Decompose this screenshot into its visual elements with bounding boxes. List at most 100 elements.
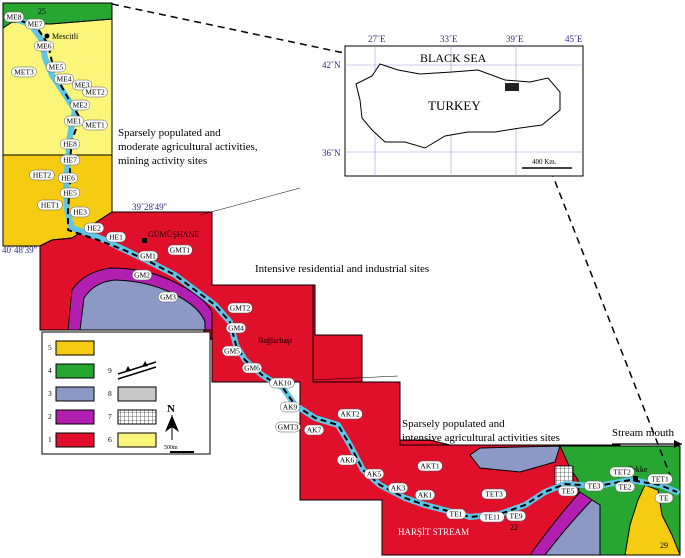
station-label: HE3 (69, 206, 91, 218)
legend-number: 8 (108, 389, 112, 398)
station-label: GMT1 (167, 244, 193, 256)
station-label: AK3 (387, 482, 409, 494)
station-label: HET1 (37, 199, 63, 211)
station-label-text: ME4 (57, 75, 72, 84)
legend: 5 4 3 2 1 9 8 7 6 N 500m (41, 331, 211, 455)
inset-leader-line-bottom (519, 91, 673, 481)
place-tekke: Tekke (628, 465, 648, 474)
station-label: TE1 (445, 508, 467, 520)
station-label-text: ME1 (67, 117, 82, 126)
station-label-text: TE9 (510, 512, 523, 521)
dip-value: 29 (660, 541, 668, 550)
station-label: HET2 (29, 169, 55, 181)
station-badge (337, 408, 363, 420)
legend-swatch-2 (55, 409, 95, 425)
station-badge (29, 169, 55, 181)
dip-value: 25 (38, 7, 46, 16)
station-badge (3, 11, 25, 23)
station-label: AK7 (303, 424, 325, 436)
zone-leader-line (199, 187, 301, 216)
legend-number: 1 (48, 435, 52, 444)
station-label-text: HE2 (87, 224, 101, 233)
station-label-text: MET2 (85, 88, 105, 97)
station-label-text: TE5 (562, 487, 575, 496)
station-label: GM5 (221, 345, 243, 357)
station-label-text: AK6 (340, 456, 355, 465)
station-badge (33, 40, 55, 52)
legend-number: 6 (108, 435, 112, 444)
north-arrow-icon (165, 415, 179, 440)
station-label: HE1 (105, 231, 127, 243)
station-badge (583, 480, 605, 492)
station-label-text: ME5 (49, 63, 64, 72)
station-label: HE6 (57, 172, 79, 184)
legend-number: 5 (48, 343, 52, 352)
station-label: TET1 (647, 473, 673, 485)
station-label-text: TET3 (485, 490, 503, 499)
station-label-text: HE1 (109, 233, 123, 242)
station-label: TE11 (479, 511, 505, 523)
zone-lower-annotation: Sparsely populated and intensive agricul… (402, 418, 560, 444)
station-label-text: AK3 (391, 484, 406, 493)
station-badge (336, 454, 358, 466)
station-label: GM1 (137, 250, 159, 262)
station-label-text: HET2 (33, 171, 52, 180)
station-label-text: GMT1 (170, 246, 191, 255)
station-badge (11, 66, 37, 78)
gumushane-marker (142, 238, 147, 243)
station-label-text: HE7 (63, 156, 77, 165)
station-label-text: AK1 (418, 491, 433, 500)
station-label-text: GM1 (140, 252, 156, 261)
station-label: AK6 (336, 454, 358, 466)
place-mescitli: Mescitli (52, 32, 79, 41)
station-badge (445, 508, 467, 520)
station-badge (157, 291, 179, 303)
station-badge (57, 172, 79, 184)
station-badge (24, 18, 46, 30)
station-badge (279, 401, 301, 413)
legend-number: 3 (48, 389, 52, 398)
zone-leader-line (312, 375, 399, 381)
station-badge (59, 138, 81, 150)
station-label: TE (654, 492, 674, 504)
station-badge (479, 511, 505, 523)
legend-swatch-1 (55, 432, 95, 448)
inset-map: BLACK SEA TURKEY 27˚E 33˚E 39˚E 45˚E 42˚… (322, 34, 584, 177)
station-label: ME8 (3, 11, 25, 23)
station-label-text: GM5 (224, 347, 240, 356)
station-label-text: TE2 (619, 483, 632, 492)
station-label: GM4 (225, 322, 247, 334)
station-badge (167, 244, 193, 256)
station-label: HE8 (59, 138, 81, 150)
zone-upper-annotation: Sparsely populated and moderate agricult… (118, 127, 260, 167)
station-badge (303, 424, 325, 436)
dip-value: 22 (510, 523, 518, 532)
legend-scale-bar (170, 451, 194, 453)
coordinate-east: 40˚48'39'' (2, 245, 37, 255)
station-label: ME7 (24, 18, 46, 30)
station-badge (69, 99, 91, 111)
legend-swatch-6 (117, 432, 157, 448)
station-label: TET2 (609, 466, 635, 478)
station-label-text: TE1 (450, 510, 463, 519)
inset-scale-label: 400 Km. (532, 158, 557, 166)
station-badge (63, 115, 85, 127)
legend-number: 2 (48, 412, 52, 421)
mescitli-marker (44, 33, 50, 39)
legend-swatch-7 (117, 409, 157, 425)
station-label: GMT3 (275, 421, 301, 433)
station-label-text: HE5 (63, 189, 77, 198)
legend-swatch-3 (55, 386, 95, 402)
station-badge (414, 489, 436, 501)
legend-number: 9 (108, 366, 112, 375)
station-label: MET2 (82, 86, 108, 98)
station-label: ME2 (69, 99, 91, 111)
station-label-text: GMT3 (278, 423, 299, 432)
station-badge (614, 481, 636, 493)
lon-tick-label: 27˚E (368, 34, 386, 44)
station-badge (363, 468, 385, 480)
station-label-text: TET1 (651, 475, 669, 484)
station-label-text: ME8 (7, 13, 22, 22)
legend-number: 4 (48, 366, 52, 375)
station-badge (647, 473, 673, 485)
